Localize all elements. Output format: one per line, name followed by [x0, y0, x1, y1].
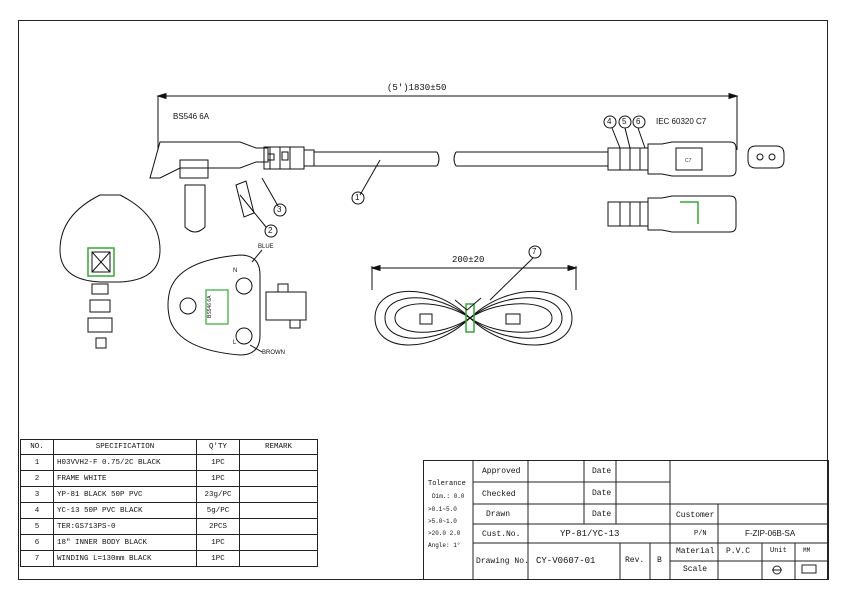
plug-pin-face-view [167, 249, 307, 356]
c7-connector-face-view [747, 145, 785, 169]
date-label: Date [592, 510, 612, 519]
balloon-5: 5 [622, 117, 627, 126]
approved-label: Approved [482, 467, 521, 476]
cell-qty: 1PC [196, 550, 240, 567]
balloons [264, 115, 646, 259]
customer-label: Customer [676, 511, 715, 520]
pn-value: F-ZIP-06B-SA [745, 529, 796, 538]
rev-label: Rev. [625, 556, 645, 565]
spec-table-header: NO. SPECIFICATION Q'TY REMARK [20, 439, 318, 455]
balloon-6: 6 [636, 117, 641, 126]
cable [314, 151, 608, 167]
rev-value: B [657, 556, 662, 565]
connector-type-label: IEC 60320 C7 [656, 117, 707, 126]
plug-front-view [59, 194, 161, 349]
balloon-3: 3 [277, 205, 282, 214]
date-label: Date [592, 489, 612, 498]
drawing-no-value: CY-V0607-01 [536, 556, 596, 566]
tolerance-line: Dim.: 0.0 [432, 493, 465, 500]
title-block [423, 460, 829, 580]
date-label: Date [592, 467, 612, 476]
pin-l-label: L [233, 340, 237, 346]
pn-label: P/N [694, 530, 707, 538]
leader-lines [239, 127, 646, 301]
svg-text:C7: C7 [685, 158, 692, 164]
checked-label: Checked [482, 490, 516, 499]
plug-side-view [149, 141, 315, 233]
blue-wire-label: BLUE [258, 244, 274, 250]
drawing-no-label: Drawing No. [476, 557, 529, 566]
tolerance-line: >0.1~5.0 [428, 506, 457, 513]
brown-wire-label: BROWN [262, 350, 285, 356]
tolerance-line: >5.0~1.0 [428, 518, 457, 525]
material-label: Material [676, 547, 715, 556]
cell-remark [239, 550, 318, 567]
overall-length-dimension: (5')1830±50 [387, 83, 447, 93]
c7-connector-side-view: C7 [607, 141, 737, 177]
tolerance-line: >20.0 2.0 [428, 530, 461, 537]
coiled-bundle-view [370, 264, 578, 346]
overall-dimension-line [156, 92, 739, 150]
cell-spec: WINDING L=130mm BLACK [53, 550, 197, 567]
c7-connector-top-view [607, 195, 737, 233]
balloon-2: 2 [268, 226, 273, 235]
scale-label: Scale [683, 565, 708, 574]
tolerance-line: Angle: 1° [428, 542, 461, 549]
material-value: P.V.C [726, 547, 751, 556]
unit-value: MM [803, 547, 811, 554]
balloon-7: 7 [532, 247, 537, 256]
balloon-4: 4 [607, 117, 612, 126]
bundle-length-dimension: 200±20 [452, 255, 485, 265]
plug-type-label: BS546 6A [173, 112, 210, 121]
unit-label: Unit [770, 547, 787, 555]
pin-n-label: N [233, 268, 238, 274]
cust-no-label: Cust.No. [482, 530, 521, 539]
cust-no-value: YP-81/YC-13 [560, 529, 620, 539]
balloon-1: 1 [355, 193, 360, 202]
drawn-label: Drawn [486, 510, 511, 519]
tolerance-title: Tolerance [428, 480, 466, 488]
